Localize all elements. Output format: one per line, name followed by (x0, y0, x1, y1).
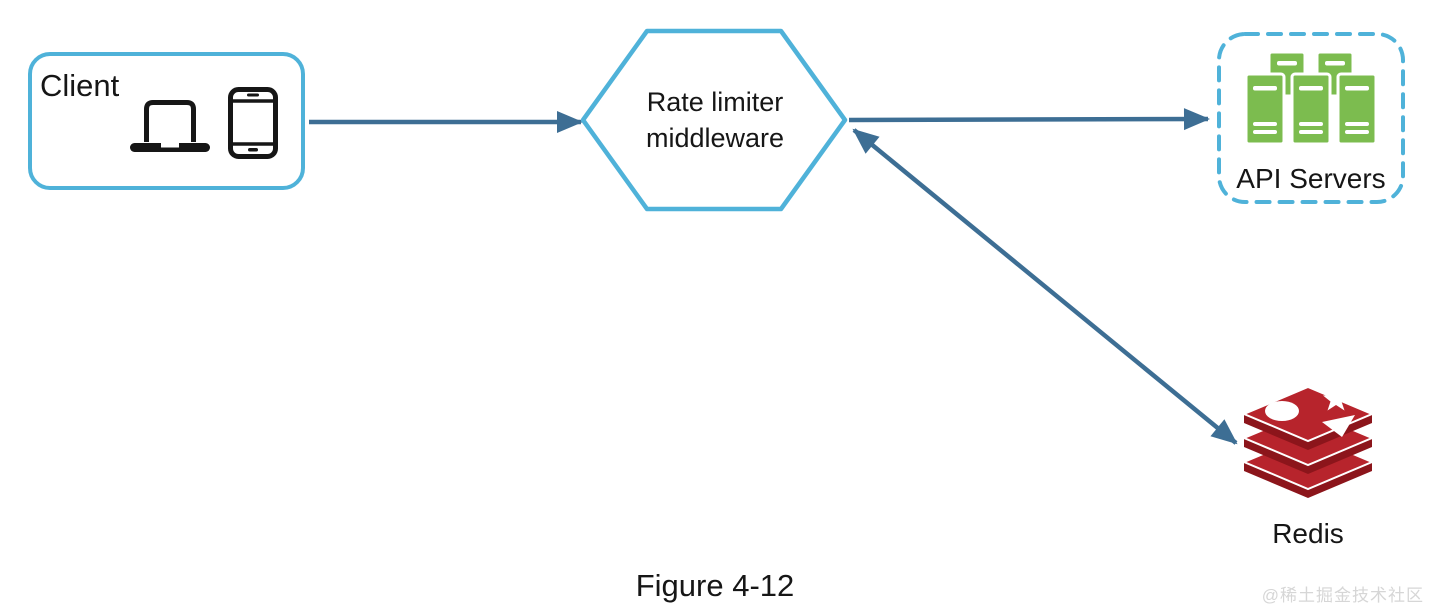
api-servers-node: API Servers (1217, 32, 1405, 204)
smartphone-icon (228, 87, 278, 159)
rate-limiter-hexagon (581, 28, 848, 212)
figure-caption: Figure 4-12 (635, 568, 795, 603)
laptop-icon (130, 100, 210, 152)
watermark: @稀土掘金技术社区 (1261, 586, 1424, 605)
dashed-border (1217, 32, 1405, 204)
edge-rate-limiter-to-redis (852, 128, 1238, 445)
server-stack-icon (1246, 52, 1376, 146)
redis-node: Redis (1232, 385, 1384, 550)
api-servers-label: API Servers (1236, 163, 1386, 194)
redis-label: Redis (1272, 518, 1344, 549)
edge-rate-limiter-to-api-servers (848, 108, 1210, 131)
redis-database-icon (1241, 385, 1375, 498)
client-node: Client (28, 52, 305, 190)
rate-limiter-label: Rate limiter middleware (645, 87, 785, 154)
client-label: Client (40, 68, 120, 103)
